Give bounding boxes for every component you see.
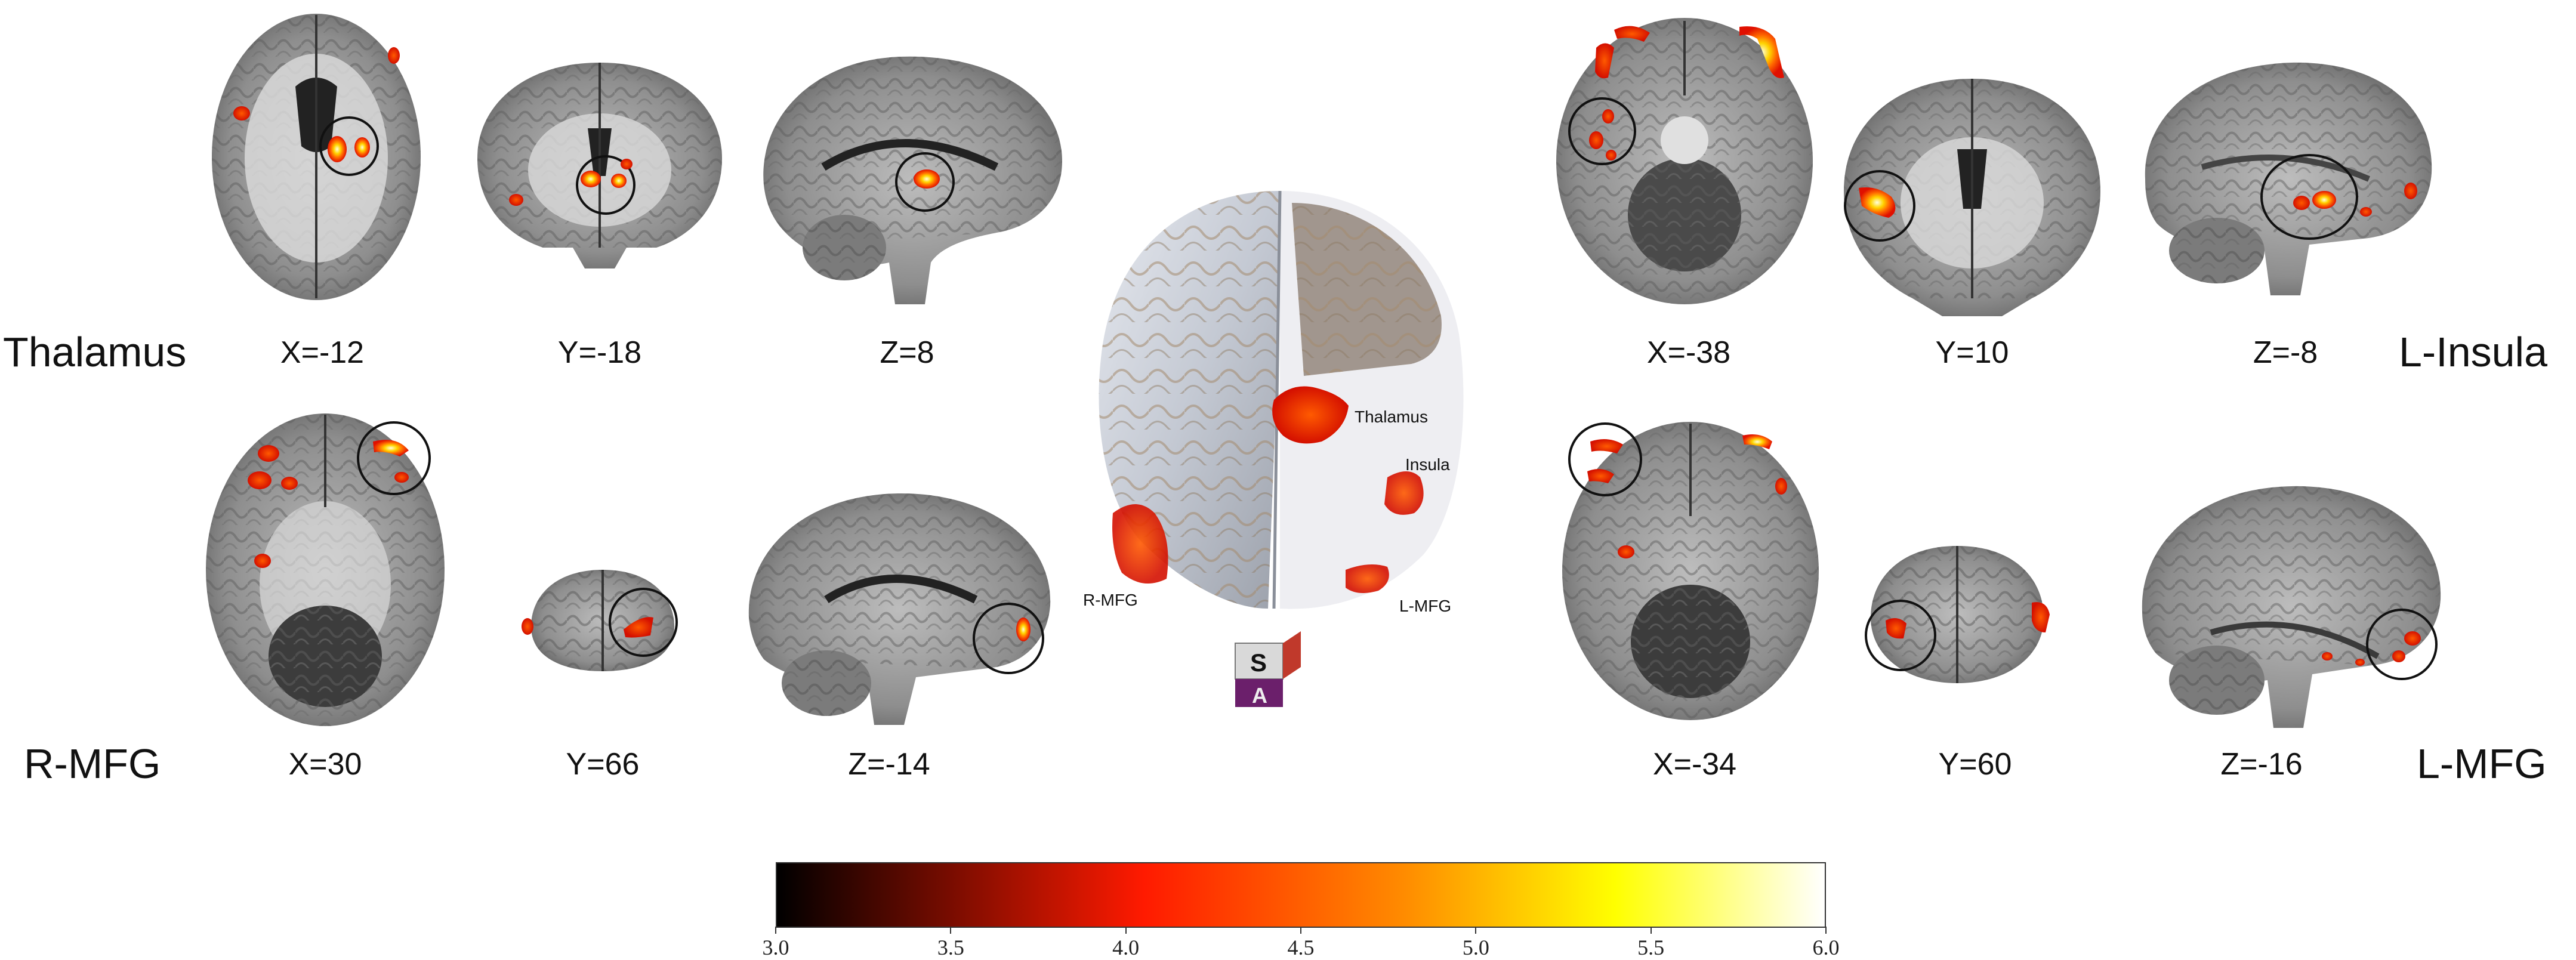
orientation-cube-front: A bbox=[1252, 683, 1267, 708]
thalamus-axial-coord: X=-12 bbox=[280, 335, 365, 370]
thalamus-axial-slice bbox=[206, 9, 427, 304]
l-mfg-coronal-slice bbox=[1856, 537, 2059, 698]
l-insula-axial-slice bbox=[1548, 12, 1820, 310]
l-mfg-sagittal-coord: Z=-16 bbox=[2220, 747, 2303, 782]
l-mfg-axial-slice bbox=[1554, 415, 1826, 725]
orientation-cube: S A bbox=[1235, 631, 1301, 708]
colorbar-tick-label: 5.0 bbox=[1462, 936, 1489, 959]
l-insula-coronal-coord: Y=10 bbox=[1935, 335, 2009, 370]
r-mfg-sagittal-coord: Z=-14 bbox=[848, 747, 930, 782]
l-mfg-sagittal-slice bbox=[2127, 477, 2452, 740]
colorbar-tick bbox=[950, 927, 952, 934]
thalamus-coronal-coord: Y=-18 bbox=[557, 335, 642, 370]
r-mfg-axial-slice bbox=[200, 406, 451, 728]
colorbar-tick-label: 4.5 bbox=[1287, 936, 1315, 959]
r-mfg-coronal-coord: Y=66 bbox=[566, 747, 640, 782]
thalamus-sagittal-slice bbox=[746, 48, 1068, 310]
r-mfg-region-label: R-MFG bbox=[24, 740, 161, 787]
colorbar-tick bbox=[1650, 927, 1652, 934]
colorbar-tick-label: 3.0 bbox=[762, 936, 789, 959]
colorbar-tick-label: 4.0 bbox=[1112, 936, 1140, 959]
colorbar-gradient bbox=[776, 862, 1826, 928]
thalamus-coronal-slice bbox=[471, 57, 728, 271]
colorbar-tick-label: 5.5 bbox=[1637, 936, 1665, 959]
colorbar-tick bbox=[1125, 927, 1127, 934]
render3d-label-insula: Insula bbox=[1405, 455, 1450, 474]
l-insula-sagittal-slice bbox=[2130, 54, 2441, 310]
orientation-cube-top: S bbox=[1250, 649, 1267, 677]
r-mfg-coronal-slice bbox=[519, 561, 686, 680]
l-mfg-region-label: L-MFG bbox=[2417, 740, 2547, 787]
colorbar-tick bbox=[775, 927, 776, 934]
l-insula-region-label: L-Insula bbox=[2399, 329, 2548, 375]
colorbar-tick bbox=[1300, 927, 1301, 934]
r-mfg-axial-coord: X=30 bbox=[288, 747, 362, 782]
thalamus-region-label: Thalamus bbox=[3, 329, 187, 375]
l-insula-axial-coord: X=-38 bbox=[1646, 335, 1731, 370]
render3d-brain: Thalamus Insula R-MFG L-MFG S A bbox=[1077, 179, 1483, 716]
l-mfg-coronal-coord: Y=60 bbox=[1938, 747, 2012, 782]
l-mfg-axial-coord: X=-34 bbox=[1652, 747, 1737, 782]
l-insula-sagittal-coord: Z=-8 bbox=[2253, 335, 2318, 370]
colorbar-tick-label: 6.0 bbox=[1812, 936, 1840, 959]
render3d-label-r-mfg: R-MFG bbox=[1083, 591, 1138, 609]
thalamus-sagittal-coord: Z=8 bbox=[880, 335, 934, 370]
colorbar-tick bbox=[1825, 927, 1827, 934]
render3d-label-thalamus: Thalamus bbox=[1355, 408, 1428, 426]
r-mfg-sagittal-slice bbox=[737, 486, 1059, 737]
colorbar-tick bbox=[1475, 927, 1477, 934]
colorbar-tick-label: 3.5 bbox=[937, 936, 964, 959]
l-insula-coronal-slice bbox=[1835, 72, 2109, 322]
colorbar: 3.0 3.5 4.0 4.5 5.0 5.5 6.0 bbox=[763, 862, 1840, 959]
render3d-label-l-mfg: L-MFG bbox=[1399, 597, 1451, 615]
